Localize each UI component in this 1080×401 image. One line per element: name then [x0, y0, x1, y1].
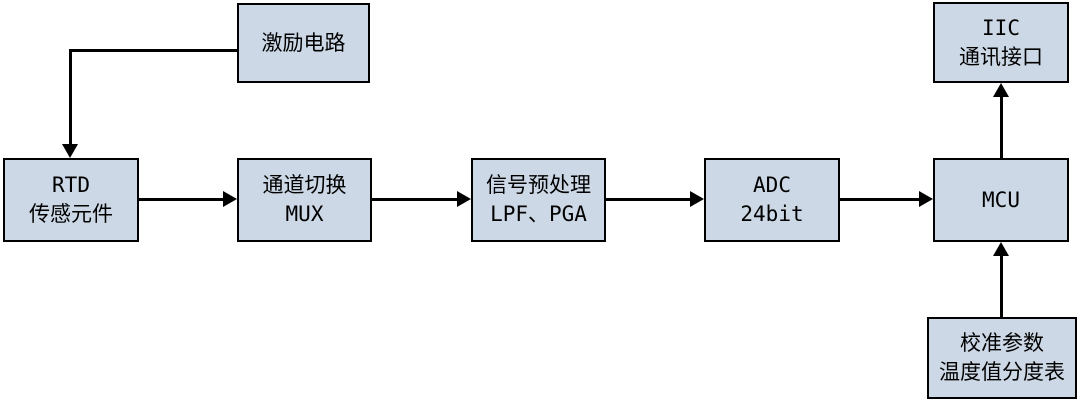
node-channel-mux: 通道切换 MUX [237, 158, 372, 242]
arrow-line [1000, 256, 1003, 317]
node-label: 传感元件 [29, 202, 113, 226]
node-calibration-table: 校准参数 温度值分度表 [927, 317, 1077, 399]
arrowhead-down [62, 144, 78, 158]
arrowhead-right [457, 191, 471, 207]
arrow-line [372, 198, 457, 201]
arrowhead-up [993, 242, 1009, 256]
arrow-line [69, 49, 72, 144]
arrow-line [840, 198, 919, 201]
node-signal-preprocess: 信号预处理 LPF、PGA [471, 158, 606, 242]
arrowhead-right [223, 191, 237, 207]
node-label: RTD [52, 173, 90, 198]
node-label: 温度值分度表 [939, 360, 1065, 384]
arrow-line [606, 198, 690, 201]
arrow-line [1000, 97, 1003, 158]
arrowhead-right [690, 191, 704, 207]
node-iic-interface: IIC 通讯接口 [933, 2, 1069, 83]
node-adc: ADC 24bit [704, 158, 840, 242]
node-mcu: MCU [933, 158, 1069, 242]
node-label: LPF、PGA [490, 202, 587, 226]
arrow-line [139, 198, 223, 201]
node-label: MUX [285, 202, 324, 226]
node-label: 激励电路 [261, 30, 346, 55]
arrow-line [69, 49, 237, 52]
node-label: ADC [753, 173, 791, 198]
node-label: 信号预处理 [486, 173, 591, 198]
node-label: 通讯接口 [959, 44, 1043, 69]
arrowhead-up [993, 83, 1009, 97]
node-label: MCU [982, 187, 1020, 212]
node-excitation-circuit: 激励电路 [237, 3, 370, 83]
node-label: 校准参数 [960, 331, 1044, 356]
node-label: 24bit [740, 202, 804, 226]
node-label: IIC [982, 15, 1020, 40]
node-rtd-sensor: RTD 传感元件 [3, 158, 139, 242]
node-label: 通道切换 [262, 173, 347, 198]
arrowhead-right [919, 191, 933, 207]
